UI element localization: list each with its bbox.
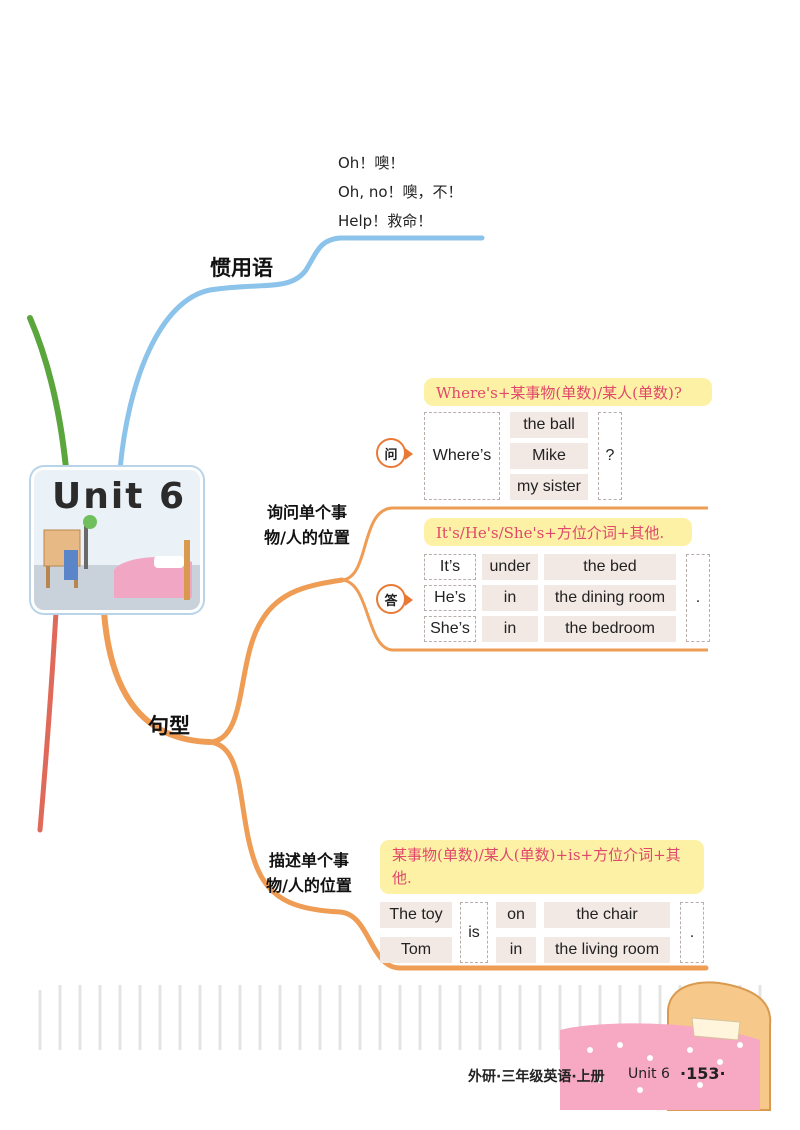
- question-badge: 问: [376, 438, 413, 468]
- question-end-cell: ?: [598, 412, 622, 500]
- question-pattern: Where's+某事物(单数)/某人(单数)?: [424, 378, 712, 406]
- answer-badge: 答: [376, 584, 413, 614]
- describe-place-cell: the chair: [544, 902, 670, 928]
- answer-prep-cell: in: [482, 585, 538, 611]
- answer-place-cell: the bed: [544, 554, 676, 580]
- describe-prep-cell: on: [496, 902, 536, 928]
- describe-pattern: 某事物(单数)/某人(单数)+is+方位介词+其他.: [380, 840, 704, 894]
- describe-location-title: 描述单个事物/人的位置: [266, 851, 352, 895]
- answer-prep-cell: in: [482, 616, 538, 642]
- describe-prep-cell: in: [496, 937, 536, 963]
- answer-pattern: It's/He's/She's+方位介词+其他.: [424, 518, 692, 546]
- describe-verb-cell: is: [460, 902, 488, 963]
- question-subject-cell: the ball: [510, 412, 588, 438]
- footer-unit: Unit 6: [628, 1066, 670, 1082]
- idiom-item: Oh, no！噢，不！: [338, 183, 463, 201]
- idiom-item: Oh！噢！: [338, 154, 405, 172]
- unit-card: Unit 6: [34, 470, 200, 610]
- answer-pronoun-cell: It’s: [424, 554, 476, 580]
- question-lead-cell: Where’s: [424, 412, 500, 500]
- describe-subject-cell: Tom: [380, 937, 452, 963]
- unit-title: Unit 6: [52, 476, 186, 517]
- describe-end-cell: .: [680, 902, 704, 963]
- patterns-title: 句型: [148, 714, 190, 738]
- answer-pronoun-cell: He’s: [424, 585, 476, 611]
- page-number: ·153·: [680, 1064, 726, 1083]
- describe-subject-cell: The toy: [380, 902, 452, 928]
- bed-illustration: [560, 981, 772, 1111]
- answer-end-cell: .: [686, 554, 710, 642]
- answer-pronoun-cell: She’s: [424, 616, 476, 642]
- idioms-title: 惯用语: [210, 256, 273, 280]
- footer-book: 外研·三年级英语·上册: [468, 1069, 605, 1085]
- answer-prep-cell: under: [482, 554, 538, 580]
- idiom-item: Help！救命！: [338, 212, 433, 230]
- answer-place-cell: the dining room: [544, 585, 676, 611]
- question-subject-cell: Mike: [510, 443, 588, 469]
- bedroom-illustration: [34, 470, 200, 610]
- describe-place-cell: the living room: [544, 937, 670, 963]
- ask-location-title: 询问单个事物/人的位置: [264, 503, 350, 547]
- question-subject-cell: my sister: [510, 474, 588, 500]
- answer-place-cell: the bedroom: [544, 616, 676, 642]
